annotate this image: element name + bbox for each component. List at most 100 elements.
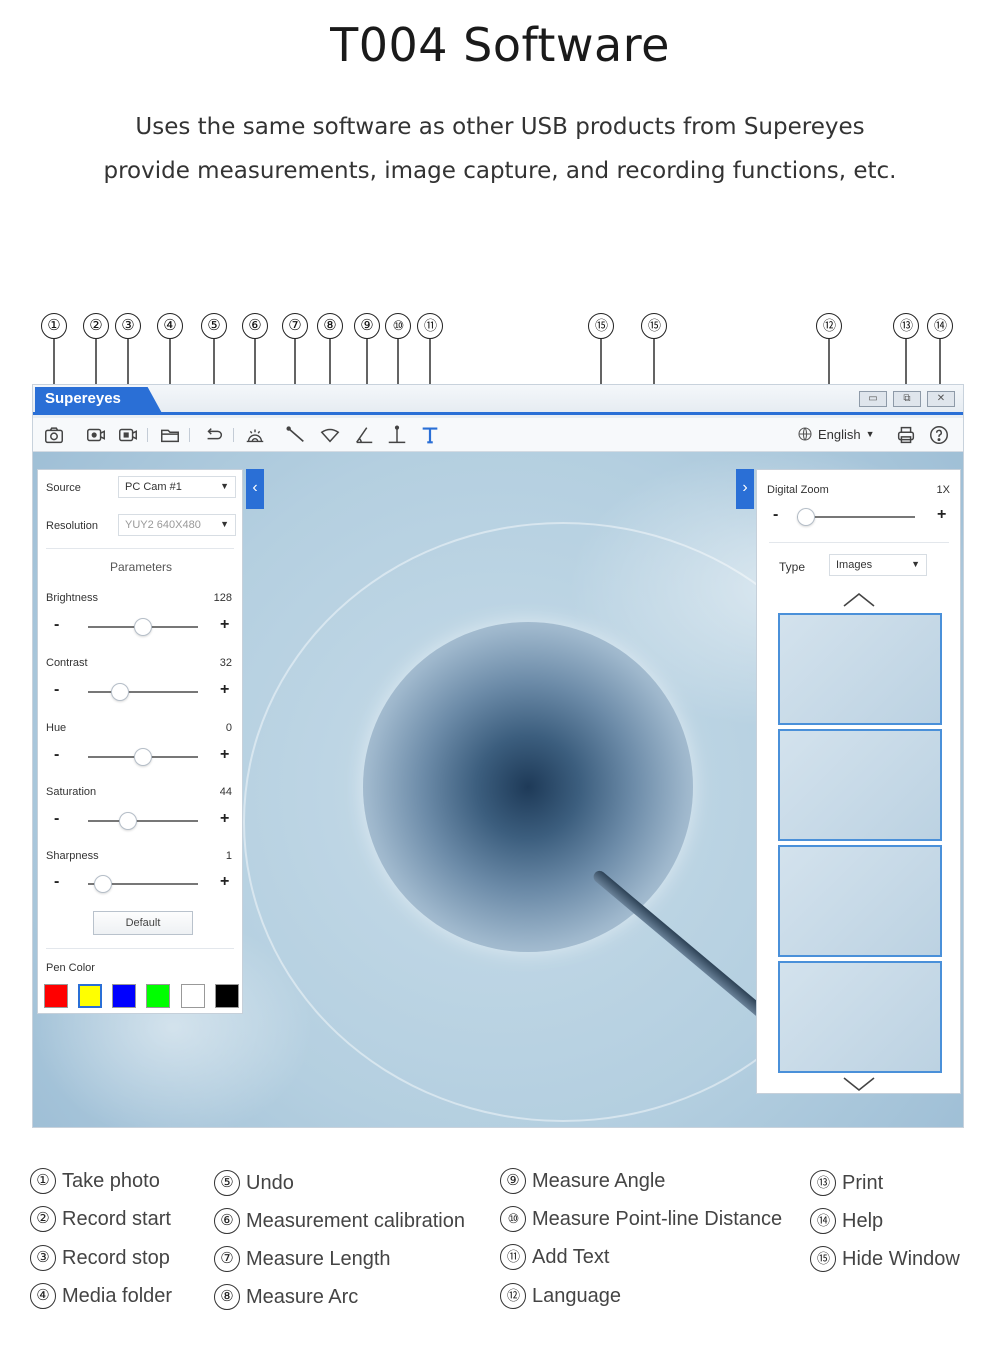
legend-text: Language	[532, 1284, 621, 1307]
type-select[interactable]: Images ▼	[829, 554, 927, 576]
hide-left-panel-button[interactable]: ‹	[246, 469, 264, 509]
slider-knob[interactable]	[93, 875, 112, 893]
record-start-button[interactable]	[83, 422, 109, 448]
restore-button[interactable]: ⧉	[893, 391, 921, 407]
undo-button[interactable]	[201, 422, 227, 448]
zoom-slider[interactable]	[797, 508, 915, 526]
legend-text: Undo	[246, 1171, 294, 1194]
pen-color-black[interactable]	[215, 984, 239, 1008]
digital-zoom-label: Digital Zoom	[767, 484, 829, 496]
minimize-button[interactable]: ▭	[859, 391, 887, 407]
source-label: Source	[46, 482, 81, 494]
camera-icon	[45, 427, 63, 444]
print-button[interactable]	[893, 422, 919, 448]
source-select[interactable]: PC Cam #1 ▼	[118, 476, 236, 498]
hide-right-panel-button[interactable]: ›	[736, 469, 754, 509]
measure-angle-button[interactable]	[351, 422, 377, 448]
pen-color-red[interactable]	[44, 984, 68, 1008]
scroll-down-icon[interactable]	[842, 1076, 876, 1092]
subtitle-line-1: Uses the same software as other USB prod…	[135, 114, 865, 140]
resolution-select[interactable]: YUY2 640X480 ▼	[118, 514, 236, 536]
close-button[interactable]: ✕	[927, 391, 955, 407]
brightness-slider[interactable]	[88, 618, 198, 636]
pen-color-yellow[interactable]	[78, 984, 102, 1008]
legend-number: ④	[30, 1283, 56, 1309]
pen-color-white[interactable]	[181, 984, 205, 1008]
saturation-plus-button[interactable]: +	[220, 810, 230, 827]
language-label: English	[818, 426, 861, 442]
close-icon: ✕	[936, 393, 946, 404]
record-start-icon	[87, 428, 105, 442]
digital-zoom-value: 1X	[936, 484, 950, 496]
gallery-thumbnail[interactable]	[778, 613, 942, 725]
legend-number: ⑥	[214, 1208, 240, 1234]
brightness-plus-button[interactable]: +	[220, 616, 230, 633]
measure-arc-button[interactable]	[317, 422, 343, 448]
default-button[interactable]: Default	[93, 911, 193, 935]
contrast-minus-button[interactable]: -	[54, 681, 60, 698]
calibration-icon	[246, 429, 264, 443]
callout-15-left: ⑮	[588, 313, 614, 339]
language-selector[interactable]: English ▼	[797, 426, 875, 442]
contrast-plus-button[interactable]: +	[220, 681, 230, 698]
callout-4: ④	[157, 313, 183, 339]
chevron-down-icon: ▼	[220, 519, 229, 529]
sharpness-value: 1	[225, 850, 232, 862]
calibration-button[interactable]	[242, 422, 268, 448]
sharpness-minus-button[interactable]: -	[54, 873, 60, 890]
callout-9: ⑨	[354, 313, 380, 339]
slider-knob[interactable]	[119, 812, 138, 830]
callout-12: ⑫	[816, 313, 842, 339]
legend-number: ③	[30, 1245, 56, 1271]
callout-10: ⑩	[385, 313, 411, 339]
gallery-thumbnail[interactable]	[778, 845, 942, 957]
measure-length-button[interactable]	[283, 422, 309, 448]
title-bar: Supereyes ▭ ⧉ ✕	[33, 385, 963, 415]
software-window: Supereyes ▭ ⧉ ✕	[32, 384, 964, 1128]
help-button[interactable]	[926, 422, 952, 448]
callout-5: ⑤	[201, 313, 227, 339]
hue-plus-button[interactable]: +	[220, 746, 230, 763]
gallery-thumbnail[interactable]	[778, 729, 942, 841]
legend-number: ⑪	[500, 1244, 526, 1270]
slider-knob[interactable]	[797, 508, 815, 526]
pen-color-green[interactable]	[146, 984, 170, 1008]
contrast-slider[interactable]	[88, 683, 198, 701]
pen-color-blue[interactable]	[112, 984, 136, 1008]
saturation-minus-button[interactable]: -	[54, 810, 60, 827]
legend-number: ⑨	[500, 1168, 526, 1194]
saturation-value: 44	[219, 786, 232, 798]
point-line-icon	[388, 425, 406, 444]
zoom-plus-button[interactable]: +	[937, 506, 947, 523]
gallery-thumbnail[interactable]	[778, 961, 942, 1073]
toolbar: English ▼	[33, 418, 963, 452]
sharpness-plus-button[interactable]: +	[220, 873, 230, 890]
zoom-minus-button[interactable]: -	[773, 506, 779, 523]
slider-knob[interactable]	[134, 748, 152, 766]
scroll-up-icon[interactable]	[842, 592, 876, 608]
slider-knob[interactable]	[134, 618, 152, 636]
legend-text: Hide Window	[842, 1247, 960, 1270]
add-text-button[interactable]	[417, 422, 443, 448]
type-value: Images	[836, 559, 873, 571]
callout-3: ③	[115, 313, 141, 339]
legend-number: ⑭	[810, 1208, 836, 1234]
callout-13: ⑬	[893, 313, 919, 339]
record-stop-button[interactable]	[115, 422, 141, 448]
take-photo-button[interactable]	[41, 422, 67, 448]
brightness-minus-button[interactable]: -	[54, 616, 60, 633]
media-folder-button[interactable]	[157, 422, 183, 448]
callout-7: ⑦	[282, 313, 308, 339]
slider-knob[interactable]	[111, 683, 129, 701]
measure-point-line-button[interactable]	[384, 422, 410, 448]
hue-slider[interactable]	[88, 748, 198, 766]
saturation-slider[interactable]	[88, 812, 198, 830]
hue-minus-button[interactable]: -	[54, 746, 60, 763]
sharpness-slider[interactable]	[88, 875, 198, 893]
